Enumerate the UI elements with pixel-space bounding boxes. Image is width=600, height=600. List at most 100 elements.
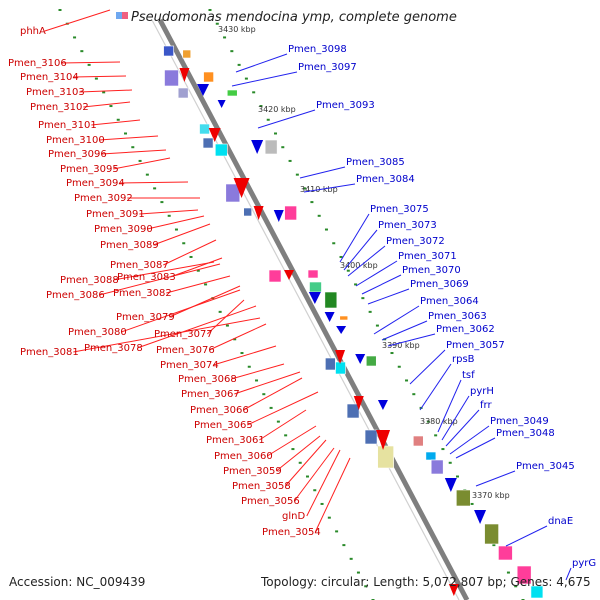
right-leader (505, 525, 548, 547)
right-gene-label: Pmen_3085 (346, 157, 405, 168)
track-dot (87, 63, 91, 66)
gene-arrow (217, 100, 226, 108)
left-leader (79, 89, 133, 93)
track-dot (405, 379, 409, 382)
gene-arrow (474, 510, 487, 524)
right-gene-label: pyrG (572, 558, 596, 569)
left-leader (147, 215, 205, 230)
gene-block (324, 291, 338, 309)
right-leader (367, 288, 410, 305)
gene-block (456, 489, 471, 507)
gene-block (243, 207, 252, 217)
backbone-shadow (151, 19, 460, 600)
right-gene-label: tsf (462, 370, 475, 381)
gene-arrow (377, 400, 388, 410)
left-leader (231, 363, 285, 380)
track-dot (116, 118, 120, 121)
track-dot (455, 475, 459, 478)
track-dot (109, 105, 113, 108)
right-gene-label: Pmen_3048 (496, 428, 555, 439)
legend-swatch-blue (116, 12, 122, 19)
left-gene-label: Pmen_3066 (190, 405, 249, 416)
left-leader (284, 439, 327, 487)
track-dot (327, 516, 331, 519)
gene-block (284, 205, 297, 221)
gene-block (412, 435, 424, 447)
right-gene-label: Pmen_3093 (316, 100, 375, 111)
left-gene-label: Pmen_3091 (86, 209, 145, 220)
track-dot (448, 461, 452, 464)
right-leader (235, 53, 288, 73)
backbone-line (157, 18, 470, 600)
right-leader (381, 320, 428, 341)
track-dot (305, 475, 309, 478)
left-gene-label: Pmen_3101 (38, 120, 97, 131)
right-leader (409, 349, 446, 385)
left-gene-label: Pmen_3078 (84, 343, 143, 354)
track-dot (303, 187, 307, 190)
track-dot (269, 406, 273, 409)
gene-arrow (324, 312, 335, 322)
track-dot (182, 242, 186, 245)
track-dot (434, 434, 438, 437)
left-leader (137, 305, 257, 349)
gene-block (199, 123, 210, 135)
label-leaders (44, 9, 572, 581)
gene-arrow (284, 270, 295, 280)
right-leader (339, 213, 370, 263)
track-dot (167, 214, 171, 217)
gene-block (264, 139, 278, 155)
track-dot (364, 585, 368, 588)
track-dot (492, 544, 496, 547)
track-dot (368, 310, 372, 313)
gene-arrow (308, 292, 321, 304)
track-dot (342, 544, 346, 547)
track-dot (233, 338, 237, 341)
right-leader (441, 395, 470, 441)
left-leader (314, 457, 351, 533)
left-leader (113, 261, 215, 281)
right-leader (343, 229, 378, 271)
gene-block (484, 523, 499, 545)
gene-arrow (197, 84, 210, 96)
left-leader (293, 447, 335, 502)
right-gene-label: pyrH (470, 386, 494, 397)
left-gene-label: Pmen_3079 (116, 312, 175, 323)
gene-arrow (336, 326, 347, 334)
left-gene-label: phhA (20, 26, 46, 37)
left-gene-label: Pmen_3089 (100, 240, 159, 251)
track-dot (354, 283, 358, 286)
track-dot (295, 173, 299, 176)
legend-swatch-pink (122, 12, 128, 19)
right-gene-label: Pmen_3084 (356, 174, 415, 185)
gene-block (425, 451, 437, 461)
left-leader (243, 377, 303, 411)
gene-arrow (335, 350, 346, 364)
left-gene-label: Pmen_3074 (160, 360, 219, 371)
genome-title: Pseudomonas mendocina ymp, complete geno… (131, 10, 457, 25)
right-gene-label: Pmen_3063 (428, 311, 487, 322)
left-gene-label: Pmen_3095 (60, 164, 119, 175)
gene-arrow (355, 354, 366, 364)
left-gene-label: Pmen_3068 (178, 374, 237, 385)
right-gene-label: dnaE (548, 516, 573, 527)
track-dot (291, 448, 295, 451)
track-dot (426, 420, 430, 423)
left-gene-label: Pmen_3104 (20, 72, 79, 83)
left-gene-label: Pmen_3087 (110, 260, 169, 271)
track-dot (259, 105, 263, 108)
gene-block (364, 429, 378, 445)
left-leader (170, 257, 223, 278)
track-dot (356, 571, 360, 574)
left-leader (209, 323, 267, 351)
right-leader (475, 470, 516, 487)
left-leader (234, 371, 301, 395)
right-gene-label: frr (480, 400, 492, 411)
track-dot (218, 310, 222, 313)
gene-block (182, 49, 192, 59)
right-leader (373, 305, 420, 335)
track-dot (310, 201, 314, 204)
gene-features (163, 45, 544, 599)
track-dot (230, 50, 234, 53)
right-leader (257, 109, 316, 129)
